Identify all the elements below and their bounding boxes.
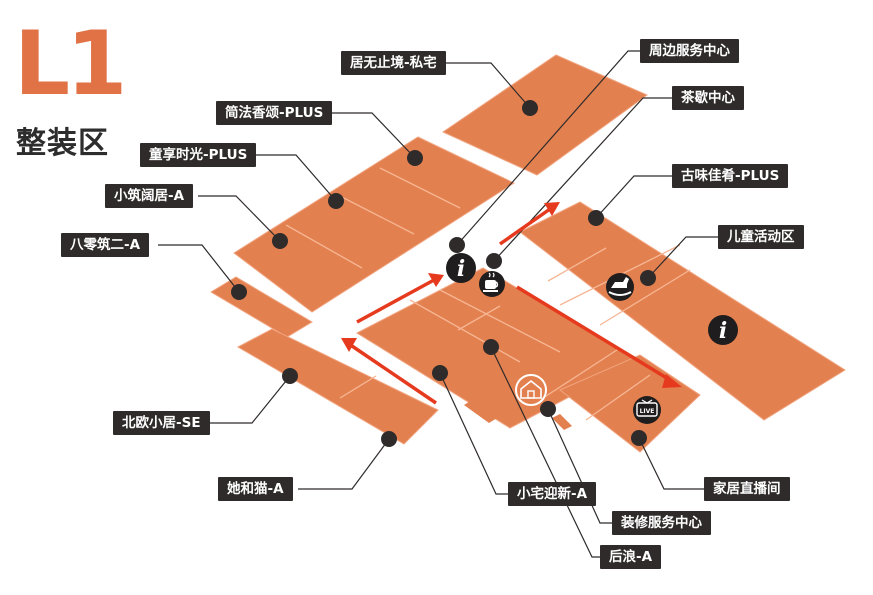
divider xyxy=(285,224,363,269)
divider xyxy=(439,289,561,353)
entrance-mark xyxy=(464,400,497,423)
label-xiao-zhai-ying-xin[interactable]: 小宅迎新-A xyxy=(508,482,597,506)
zone-upper-left-block[interactable] xyxy=(233,136,516,313)
zone-right-block[interactable] xyxy=(519,201,846,421)
arrow-head xyxy=(662,374,682,388)
zone-marker[interactable] xyxy=(540,401,556,417)
arrow-line xyxy=(351,344,437,405)
label-ta-he-mao[interactable]: 她和猫-A xyxy=(218,477,293,501)
leader-xiao-zhu xyxy=(198,195,281,242)
zone-marker[interactable] xyxy=(522,100,538,116)
floor-code: L1 xyxy=(14,12,127,115)
label-ba-ling-zhu-er[interactable]: 八零筑二-A xyxy=(61,233,150,257)
divider xyxy=(409,299,521,363)
zone-markers xyxy=(231,100,656,447)
entrance-mark xyxy=(552,414,572,430)
label-xiao-zhu-kuo-ju[interactable]: 小筑阔居-A xyxy=(105,184,194,208)
leader-ba-ling xyxy=(158,244,240,293)
divider xyxy=(539,347,621,401)
zone-marker[interactable] xyxy=(631,430,647,446)
leader-lines xyxy=(158,50,718,558)
zone-marker[interactable] xyxy=(483,339,499,355)
info-icon-bg xyxy=(446,253,476,283)
info-icon-bg xyxy=(708,315,738,345)
zone-marker[interactable] xyxy=(272,233,288,249)
horse-body xyxy=(611,277,629,288)
live-tv-icon[interactable]: LIVE xyxy=(633,396,661,424)
walkway-arrows xyxy=(341,202,682,405)
label-cha-xie-zhong-xin[interactable]: 茶歇中心 xyxy=(672,86,744,110)
zone-marker[interactable] xyxy=(640,270,656,286)
leader-tong-xiang xyxy=(255,154,337,202)
leader-zhou-bian xyxy=(456,50,640,246)
arrow-line xyxy=(498,207,552,246)
leader-ta-he-mao xyxy=(298,438,390,490)
divider xyxy=(547,247,607,282)
info-icon-glyph: i xyxy=(719,318,727,344)
arrow-head xyxy=(428,273,444,287)
entrance-marks xyxy=(464,400,572,430)
zone-bei-ou-xiao-ju[interactable] xyxy=(236,328,439,445)
zone-marker[interactable] xyxy=(432,365,448,381)
label-hou-lang[interactable]: 后浪-A xyxy=(600,545,662,569)
label-ju-wu-zhi-jing[interactable]: 居无止境-私宅 xyxy=(341,51,446,75)
zone-ju-wu-zhi-jing[interactable] xyxy=(441,54,648,176)
info-icon[interactable]: i xyxy=(446,253,476,283)
rocking-horse-icon[interactable] xyxy=(606,273,634,301)
leader-jian-fa xyxy=(330,112,416,159)
service-door xyxy=(527,390,535,399)
leader-jia-ju xyxy=(638,437,714,490)
leader-gu-wei xyxy=(595,175,672,219)
label-zhuang-xiu-fu-wu[interactable]: 装修服务中心 xyxy=(612,511,711,535)
zone-marker[interactable] xyxy=(486,253,502,269)
label-gu-wei-jia-yao[interactable]: 古味佳肴-PLUS xyxy=(672,164,789,188)
info-icon-glyph: i xyxy=(457,256,465,282)
divider xyxy=(339,375,377,399)
live-tv-antenna xyxy=(641,399,653,404)
zone-marker[interactable] xyxy=(231,284,247,300)
coffee-cup xyxy=(485,280,496,289)
floor-name: 整装区 xyxy=(16,126,109,161)
live-text: LIVE xyxy=(640,408,655,415)
zone-marker[interactable] xyxy=(282,368,298,384)
leader-bei-ou xyxy=(208,375,291,424)
leader-cha-xie xyxy=(493,97,672,262)
leader-ju-wu xyxy=(444,62,531,109)
label-tong-xiang-shi-guang[interactable]: 童享时光-PLUS xyxy=(140,143,257,167)
coffee-handle xyxy=(495,281,499,288)
leader-zhuang-xiu xyxy=(547,408,612,524)
leader-er-tong xyxy=(647,236,718,279)
service-center-icon[interactable] xyxy=(515,374,547,406)
divider xyxy=(457,305,501,331)
leader-xiao-zhai xyxy=(439,372,512,495)
label-zhou-bian-fu-wu[interactable]: 周边服务中心 xyxy=(640,39,739,63)
zone-marker[interactable] xyxy=(381,431,397,447)
info-icon[interactable]: i xyxy=(708,315,738,345)
zones xyxy=(210,54,846,453)
coffee-saucer xyxy=(483,290,498,292)
label-er-tong-huo-dong[interactable]: 儿童活动区 xyxy=(718,225,804,249)
divider xyxy=(585,374,651,421)
arrow-line xyxy=(356,278,435,324)
arrow-head xyxy=(544,202,560,216)
coffee-steam xyxy=(488,272,495,278)
horse-rocker xyxy=(608,291,632,296)
zone-dividers xyxy=(285,167,691,421)
zone-marker[interactable] xyxy=(407,150,423,166)
arrow-line xyxy=(516,285,671,382)
divider xyxy=(599,269,691,326)
zone-marker[interactable] xyxy=(328,193,344,209)
divider xyxy=(379,167,461,209)
service-house xyxy=(520,379,542,399)
label-jia-ju-zhi-bo[interactable]: 家居直播间 xyxy=(704,477,790,501)
label-bei-ou-xiao-ju[interactable]: 北欧小居-SE xyxy=(113,411,210,435)
zone-marker[interactable] xyxy=(449,237,465,253)
divider xyxy=(335,193,415,235)
zone-marker[interactable] xyxy=(588,210,604,226)
arrow-head xyxy=(341,338,357,352)
coffee-cup-icon[interactable] xyxy=(479,271,505,297)
label-jian-fa-xiang-song[interactable]: 简法香颂-PLUS xyxy=(216,101,333,125)
